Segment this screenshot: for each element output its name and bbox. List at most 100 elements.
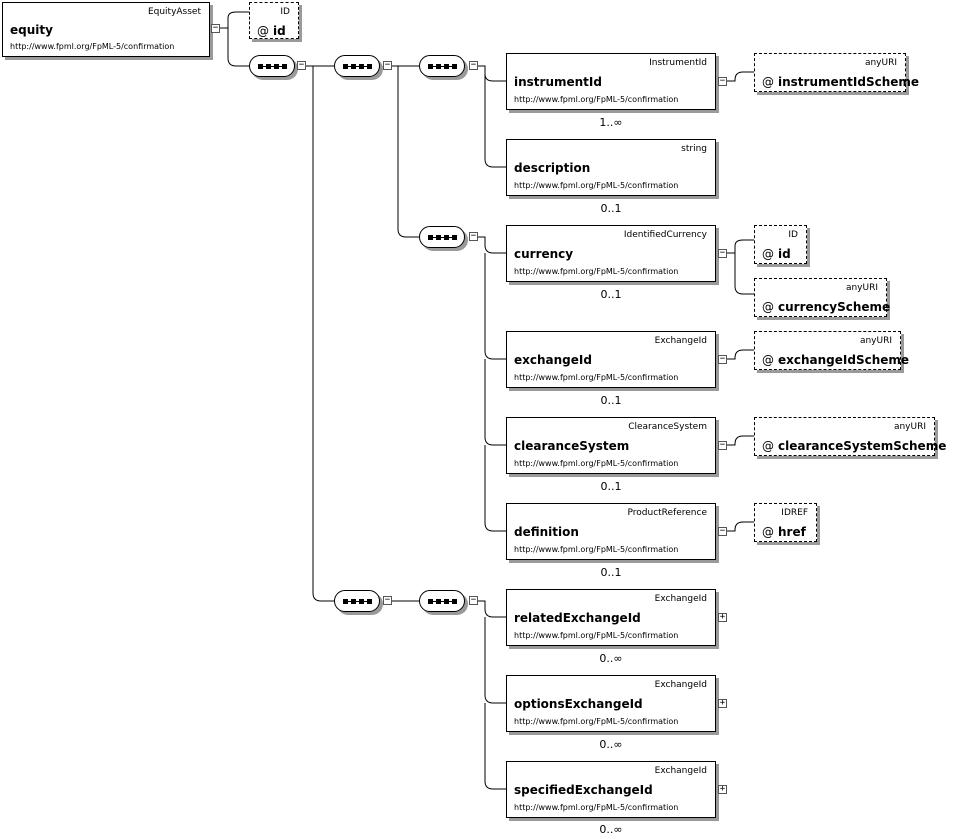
attribute-label: clearanceSystemScheme bbox=[778, 439, 947, 453]
sequence-compositor-icon[interactable] bbox=[249, 55, 295, 77]
attribute-instrumentIdScheme[interactable]: anyURI @ instrumentIdScheme bbox=[754, 53, 919, 92]
element-optionsExchangeId[interactable]: ExchangeId optionsExchangeId http://www.… bbox=[506, 675, 716, 732]
cardinality-label: 0..1 bbox=[600, 480, 622, 493]
attribute-type: anyURI bbox=[893, 422, 926, 432]
root-element-equity[interactable]: EquityAsset equity http://www.fpml.org/F… bbox=[2, 2, 210, 57]
cardinality-label: 0..∞ bbox=[599, 823, 623, 836]
collapse-toggle-icon[interactable]: − bbox=[718, 354, 727, 364]
attribute-label: id bbox=[273, 24, 286, 38]
at-symbol: @ bbox=[762, 300, 774, 314]
element-name: clearanceSystem bbox=[514, 439, 630, 453]
attribute-type: ID bbox=[788, 230, 798, 240]
collapse-toggle-icon[interactable]: − bbox=[211, 23, 220, 33]
element-name: instrumentId bbox=[514, 75, 602, 89]
attribute-currency-id[interactable]: ID @ id bbox=[754, 225, 807, 264]
element-namespace: http://www.fpml.org/FpML-5/confirmation bbox=[514, 717, 679, 726]
cardinality-label: 0..∞ bbox=[599, 652, 623, 665]
attribute-currencyScheme[interactable]: anyURI @ currencyScheme bbox=[754, 278, 890, 317]
attribute-href[interactable]: IDREF @href bbox=[754, 503, 817, 542]
attribute-label: id bbox=[778, 247, 791, 261]
collapse-toggle-icon[interactable]: − bbox=[718, 248, 727, 258]
sequence-compositor-icon[interactable] bbox=[419, 55, 465, 77]
cardinality-label: 0..∞ bbox=[599, 738, 623, 751]
attribute-name: @ instrumentIdScheme bbox=[762, 75, 919, 89]
attribute-type: anyURI bbox=[864, 58, 897, 68]
attribute-root-id[interactable]: ID @id bbox=[249, 2, 299, 39]
element-namespace: http://www.fpml.org/FpML-5/confirmation bbox=[514, 631, 679, 640]
element-name: currency bbox=[514, 247, 574, 261]
collapse-toggle-icon[interactable]: − bbox=[469, 231, 478, 241]
element-type: ProductReference bbox=[627, 508, 708, 518]
attribute-type: IDREF bbox=[781, 508, 808, 518]
element-name: exchangeId bbox=[514, 353, 592, 367]
attribute-label: currencyScheme bbox=[778, 300, 891, 314]
attribute-label: href bbox=[778, 525, 806, 539]
element-type: ExchangeId bbox=[654, 336, 707, 346]
element-namespace: http://www.fpml.org/FpML-5/confirmation bbox=[514, 373, 679, 382]
sequence-compositor-icon[interactable] bbox=[334, 55, 380, 77]
attribute-label: exchangeIdScheme bbox=[778, 353, 910, 367]
element-description[interactable]: string description http://www.fpml.org/F… bbox=[506, 139, 716, 196]
sequence-compositor-icon[interactable] bbox=[419, 590, 465, 612]
element-name: relatedExchangeId bbox=[514, 611, 641, 625]
element-namespace: http://www.fpml.org/FpML-5/confirmation bbox=[514, 267, 679, 276]
at-symbol: @ bbox=[762, 353, 774, 367]
element-exchangeId[interactable]: ExchangeId exchangeId http://www.fpml.or… bbox=[506, 331, 716, 388]
attribute-clearanceSystemScheme[interactable]: anyURI @clearanceSystemScheme bbox=[754, 417, 946, 456]
at-symbol: @ bbox=[257, 24, 269, 38]
at-symbol: @ bbox=[762, 75, 774, 89]
attribute-label: instrumentIdScheme bbox=[778, 75, 920, 89]
collapse-toggle-icon[interactable]: − bbox=[383, 60, 392, 70]
attribute-name: @ id bbox=[762, 247, 791, 261]
element-type: IdentifiedCurrency bbox=[623, 230, 707, 240]
attribute-name: @ currencyScheme bbox=[762, 300, 890, 314]
element-namespace: http://www.fpml.org/FpML-5/confirmation bbox=[514, 803, 679, 812]
attribute-exchangeIdScheme[interactable]: anyURI @ exchangeIdScheme bbox=[754, 331, 909, 370]
attribute-name: @href bbox=[762, 525, 806, 539]
element-type: ExchangeId bbox=[654, 766, 707, 776]
element-relatedExchangeId[interactable]: ExchangeId relatedExchangeId http://www.… bbox=[506, 589, 716, 646]
expand-toggle-icon[interactable]: + bbox=[718, 698, 727, 708]
element-type: InstrumentId bbox=[649, 58, 707, 68]
element-namespace: http://www.fpml.org/FpML-5/confirmation bbox=[514, 95, 679, 104]
sequence-compositor-icon[interactable] bbox=[334, 590, 380, 612]
element-type: ExchangeId bbox=[654, 680, 707, 690]
element-currency[interactable]: IdentifiedCurrency currency http://www.f… bbox=[506, 225, 716, 282]
element-instrumentId[interactable]: InstrumentId instrumentId http://www.fpm… bbox=[506, 53, 716, 110]
element-type: ClearanceSystem bbox=[628, 422, 707, 432]
expand-toggle-icon[interactable]: + bbox=[718, 784, 727, 794]
element-definition[interactable]: ProductReference definition http://www.f… bbox=[506, 503, 716, 560]
element-name: description bbox=[514, 161, 591, 175]
attribute-type: anyURI bbox=[845, 283, 878, 293]
collapse-toggle-icon[interactable]: − bbox=[383, 595, 392, 605]
collapse-toggle-icon[interactable]: − bbox=[297, 60, 306, 70]
collapse-toggle-icon[interactable]: − bbox=[718, 526, 727, 536]
collapse-toggle-icon[interactable]: − bbox=[718, 76, 727, 86]
expand-toggle-icon[interactable]: + bbox=[718, 612, 727, 622]
cardinality-label: 0..1 bbox=[600, 566, 622, 579]
attribute-name: @ id bbox=[257, 24, 286, 38]
element-name: definition bbox=[514, 525, 579, 539]
collapse-toggle-icon[interactable]: − bbox=[469, 60, 478, 70]
collapse-toggle-icon[interactable]: − bbox=[469, 595, 478, 605]
at-symbol: @ bbox=[762, 247, 774, 261]
element-clearanceSystem[interactable]: ClearanceSystem clearanceSystem http://w… bbox=[506, 417, 716, 474]
cardinality-label: 0..1 bbox=[600, 202, 622, 215]
attribute-name: @clearanceSystemScheme bbox=[762, 439, 946, 453]
sequence-compositor-icon[interactable] bbox=[419, 226, 465, 248]
cardinality-label: 0..1 bbox=[600, 288, 622, 301]
collapse-toggle-icon[interactable]: − bbox=[718, 440, 727, 450]
element-specifiedExchangeId[interactable]: ExchangeId specifiedExchangeId http://ww… bbox=[506, 761, 716, 818]
element-namespace: http://www.fpml.org/FpML-5/confirmation bbox=[514, 545, 679, 554]
element-name: equity bbox=[10, 23, 53, 37]
element-name: specifiedExchangeId bbox=[514, 783, 653, 797]
element-type: ExchangeId bbox=[654, 594, 707, 604]
element-name: optionsExchangeId bbox=[514, 697, 643, 711]
element-type: string bbox=[681, 144, 707, 154]
attribute-type: anyURI bbox=[859, 336, 892, 346]
cardinality-label: 1..∞ bbox=[599, 116, 623, 129]
element-namespace: http://www.fpml.org/FpML-5/confirmation bbox=[10, 42, 175, 51]
element-type: EquityAsset bbox=[147, 7, 201, 17]
